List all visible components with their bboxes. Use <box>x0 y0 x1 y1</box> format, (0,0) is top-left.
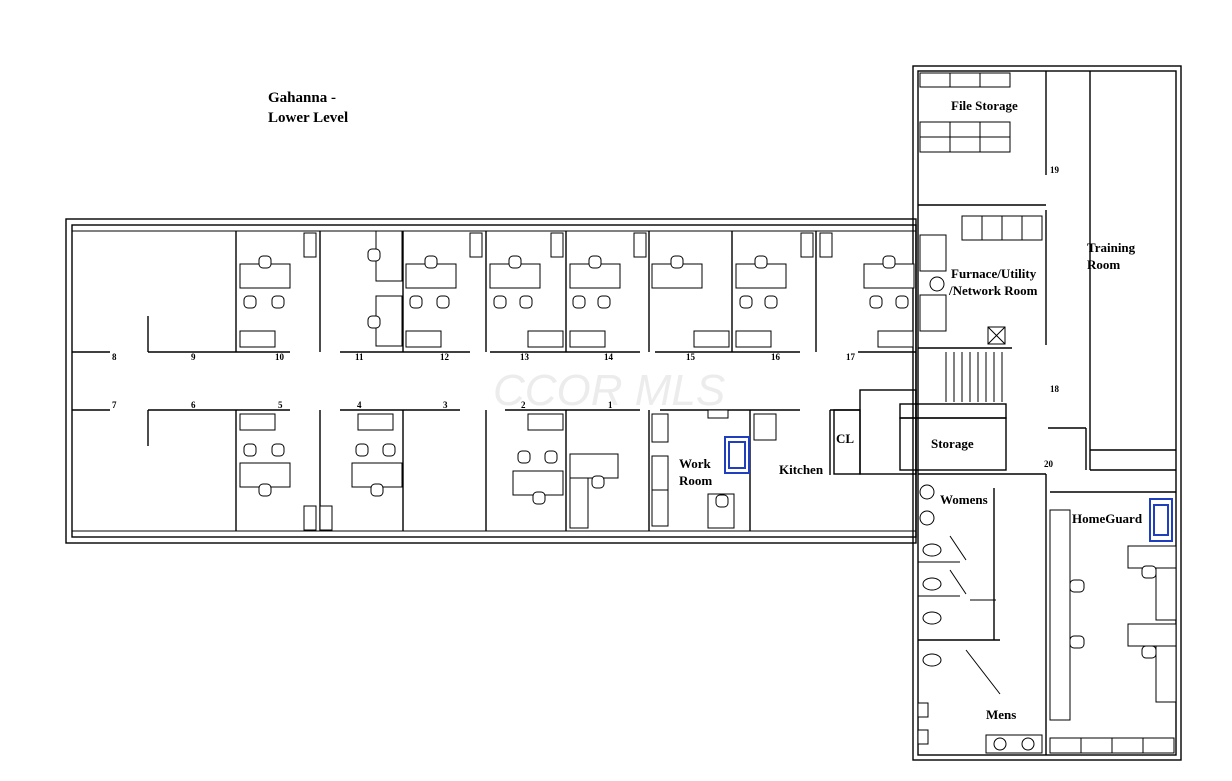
door-number: 3 <box>443 400 448 410</box>
room-storage: Storage <box>931 436 974 451</box>
room-furnace-line1: Furnace/Utility <box>951 266 1037 281</box>
door-number: 6 <box>191 400 196 410</box>
outer-walls <box>65 65 1182 761</box>
door-number: 17 <box>846 352 856 362</box>
door-numbers: 8 9 10 11 12 13 14 15 16 17 7 6 5 4 3 2 … <box>112 165 1060 469</box>
door-number: 14 <box>604 352 614 362</box>
room-homeguard: HomeGuard <box>1072 511 1143 526</box>
right-wing-walls <box>899 71 1176 755</box>
door-number: 7 <box>112 400 117 410</box>
room-training-line1: Training <box>1087 240 1136 255</box>
door-number: 10 <box>275 352 285 362</box>
door-number: 8 <box>112 352 117 362</box>
room-womens: Womens <box>940 492 988 507</box>
door-number: 9 <box>191 352 196 362</box>
room-work-line2: Room <box>679 473 712 488</box>
door-number: 1 <box>608 400 613 410</box>
door-number: 19 <box>1050 165 1060 175</box>
room-kitchen: Kitchen <box>779 462 824 477</box>
room-file-storage: File Storage <box>951 98 1018 113</box>
door-number: 20 <box>1044 459 1054 469</box>
room-closet: CL <box>836 431 854 446</box>
watermark: CCOR MLS <box>493 366 725 415</box>
door-number: 18 <box>1050 384 1060 394</box>
door-number: 5 <box>278 400 283 410</box>
door-number: 13 <box>520 352 530 362</box>
plan-title-line2: Lower Level <box>268 110 348 126</box>
door-number: 11 <box>355 352 364 362</box>
furniture <box>239 72 1177 754</box>
door-number: 16 <box>771 352 781 362</box>
door-number: 4 <box>357 400 362 410</box>
room-work-line1: Work <box>679 456 712 471</box>
door-number: 12 <box>440 352 450 362</box>
room-mens: Mens <box>986 707 1016 722</box>
room-furnace-line2: /Network Room <box>948 283 1038 298</box>
plan-title-line1: Gahanna - <box>268 90 336 106</box>
room-training-line2: Room <box>1087 257 1120 272</box>
corridor-walls <box>72 230 917 532</box>
door-number: 15 <box>686 352 696 362</box>
door-number: 2 <box>521 400 526 410</box>
